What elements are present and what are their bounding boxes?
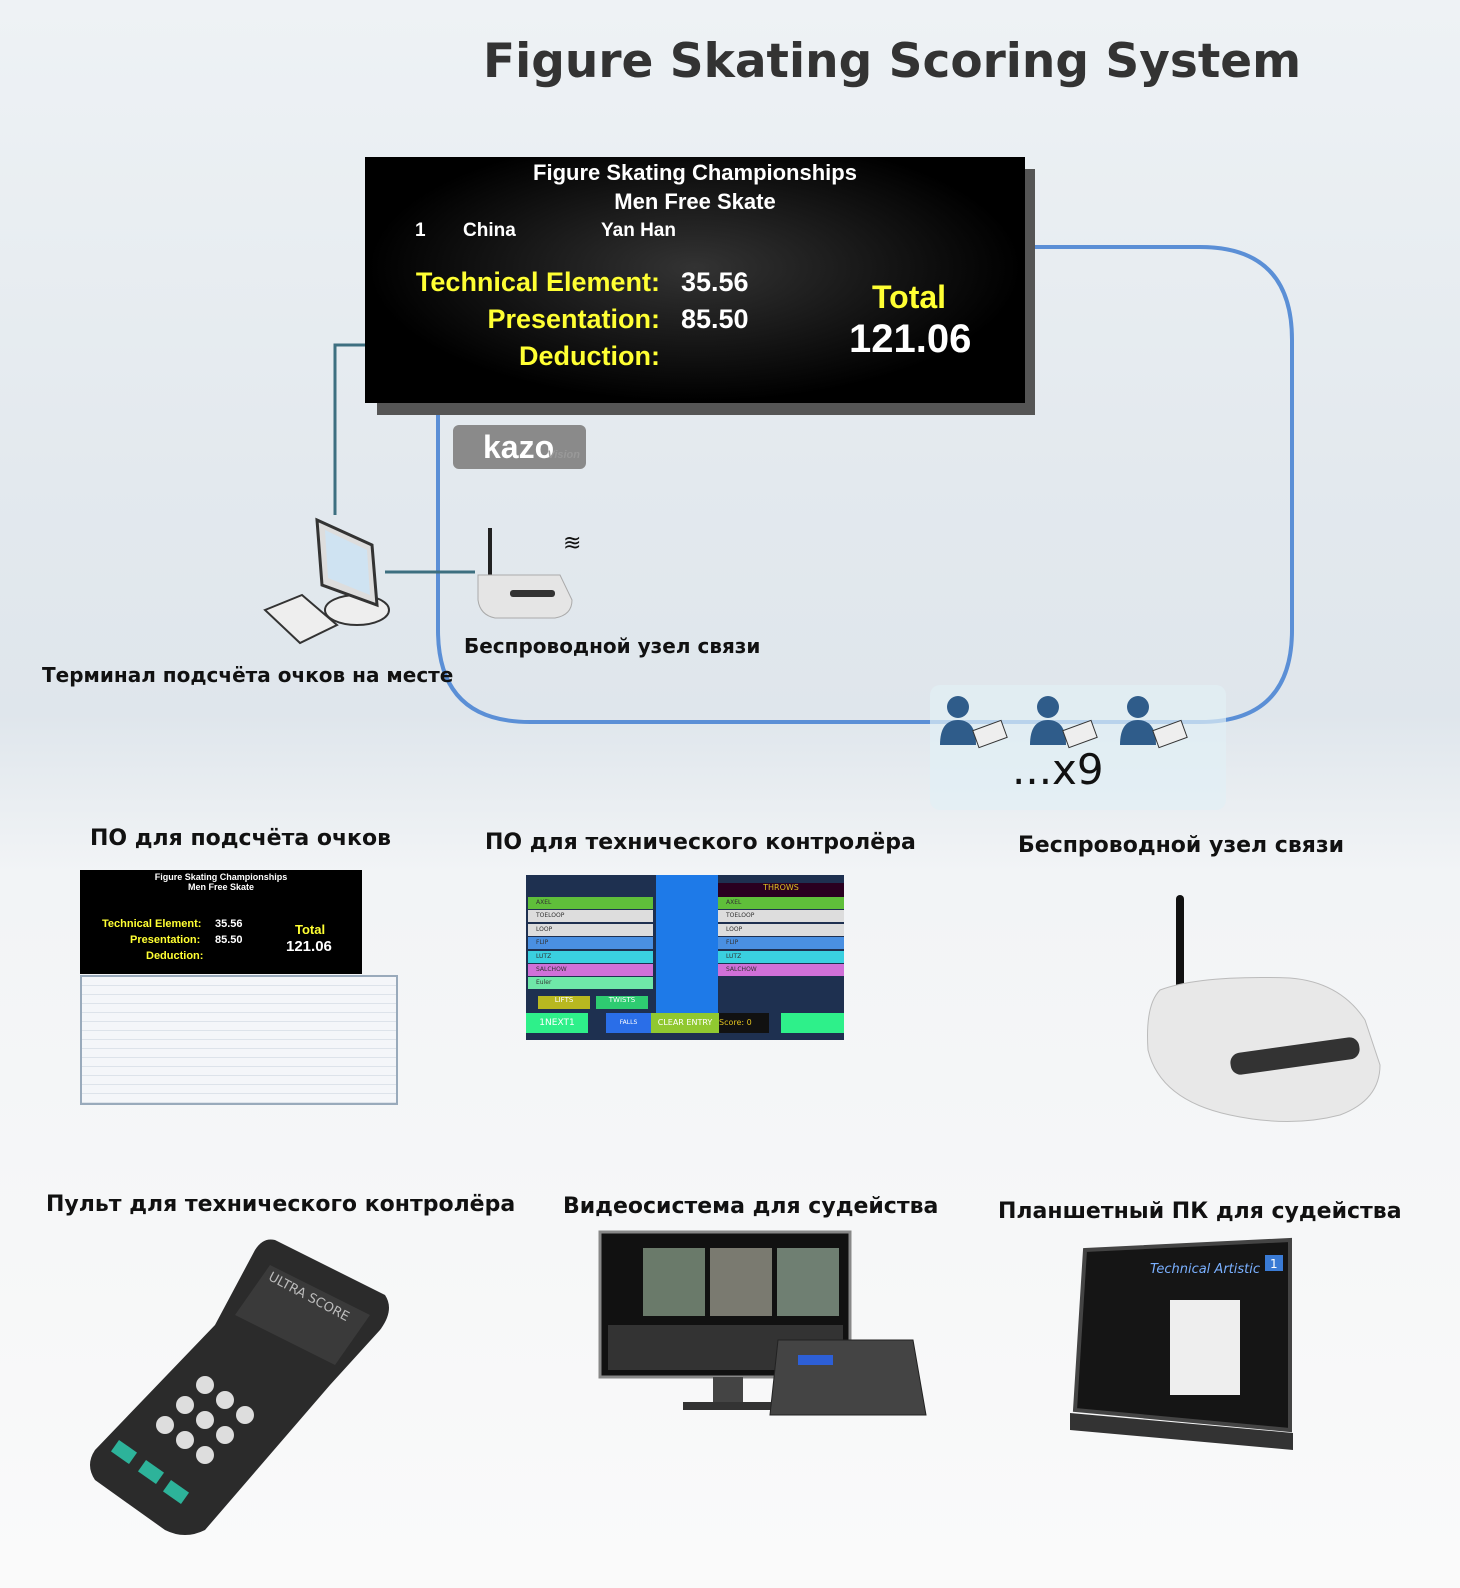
- wireless-router-image: [1147, 895, 1381, 1122]
- logo-brand: kazo: [483, 429, 555, 465]
- logo-sub: Vision: [547, 449, 580, 461]
- page-title: Figure Skating Scoring System: [483, 34, 1302, 89]
- falls-button: FALLS: [606, 1013, 651, 1033]
- tablet-image: Technical Artistic 1: [1070, 1237, 1293, 1450]
- controller-row: TOELOOP: [718, 910, 844, 923]
- controller-row: LOOP: [528, 923, 653, 936]
- rank: 1: [415, 220, 426, 241]
- controller-row: SALCHOW: [528, 963, 653, 976]
- video-system-image: [598, 1230, 927, 1416]
- thumb-total-value: 121.06: [286, 938, 332, 955]
- wireless-link-loop: [436, 245, 1294, 724]
- thumb-tech-label: Technical Element:: [102, 918, 202, 930]
- controller-row: FLIP: [718, 937, 844, 950]
- wifi-icon: ≋: [563, 531, 581, 556]
- tech-controller-software-label: ПО для технического контролёра: [485, 830, 916, 855]
- terminal-label: Терминал подсчёта очков на месте: [42, 663, 454, 687]
- throws-header: THROWS: [718, 883, 844, 897]
- scoring-software-window: [80, 975, 398, 1105]
- scoring-software-label: ПО для подсчёта очков: [90, 826, 392, 851]
- judges-count: ...x9: [1012, 745, 1104, 794]
- controller-row: LOOP: [718, 923, 844, 936]
- segment-name: Men Free Skate: [614, 189, 776, 214]
- controller-row: LUTZ: [718, 950, 844, 963]
- total-value: 121.06: [849, 317, 972, 361]
- skater: Yan Han: [601, 220, 676, 241]
- tech-value: 35.56: [681, 267, 749, 297]
- score-readout: Score: 0: [719, 1013, 769, 1033]
- pres-value: 85.50: [681, 304, 749, 334]
- tablet-screen-text: Technical Artistic: [1150, 1262, 1260, 1277]
- tech-label: Technical Element:: [415, 267, 660, 297]
- twists-button: TWISTS: [596, 996, 648, 1009]
- controller-blank-button: [781, 1013, 844, 1033]
- controller-center-panel: [656, 875, 718, 1025]
- thumb-tech-value: 35.56: [215, 918, 243, 930]
- scoring-software-screenshot: Figure Skating Championships Men Free Sk…: [80, 870, 362, 974]
- tablet-badge: 1: [1270, 1257, 1278, 1271]
- thumb-deduction-label: Deduction:: [146, 950, 204, 962]
- controller-row: AXEL: [718, 897, 844, 909]
- thumb-pres-value: 85.50: [215, 934, 243, 946]
- video-system-label: Видеосистема для судейства: [563, 1194, 939, 1219]
- router-icon: ≋: [477, 528, 581, 619]
- thumb-pres-label: Presentation:: [130, 934, 201, 946]
- judges-icon: [940, 696, 1188, 749]
- clear-entry-button: CLEAR ENTRY: [651, 1013, 719, 1033]
- thumb-total-label: Total: [295, 922, 326, 937]
- controller-row: FLIP: [528, 937, 653, 950]
- controller-row: Euler: [528, 977, 653, 990]
- thumb-event: Figure Skating Championships: [154, 872, 288, 882]
- controller-row: AXEL: [528, 897, 653, 909]
- wireless-node-label: Беспроводной узел связи: [1018, 833, 1345, 858]
- country: China: [463, 220, 516, 241]
- total-label: Total: [872, 279, 947, 315]
- lifts-button: LIFTS: [538, 996, 590, 1009]
- pres-label: Presentation:: [487, 304, 660, 334]
- event-name: Figure Skating Championships: [533, 160, 857, 185]
- remote-label: Пульт для технического контролёра: [46, 1192, 516, 1217]
- computer-icon: [263, 517, 390, 645]
- deduction-label: Deduction:: [519, 341, 660, 371]
- controller-row: TOELOOP: [528, 910, 653, 923]
- thumb-segment: Men Free Skate: [187, 882, 255, 892]
- controller-row: LUTZ: [528, 950, 653, 963]
- judges-group: ...x9: [930, 685, 1226, 810]
- handheld-remote-image: ULTRA SCORE: [90, 1239, 389, 1535]
- tablet-label: Планшетный ПК для судейства: [998, 1199, 1402, 1224]
- next-button: 1NEXT1: [526, 1013, 588, 1033]
- scoreboard: Figure Skating Championships Men Free Sk…: [365, 157, 1025, 403]
- router-label: Беспроводной узел связи: [464, 634, 761, 658]
- cable-scoreboard-terminal: [333, 343, 365, 515]
- controller-row: SALCHOW: [718, 963, 844, 976]
